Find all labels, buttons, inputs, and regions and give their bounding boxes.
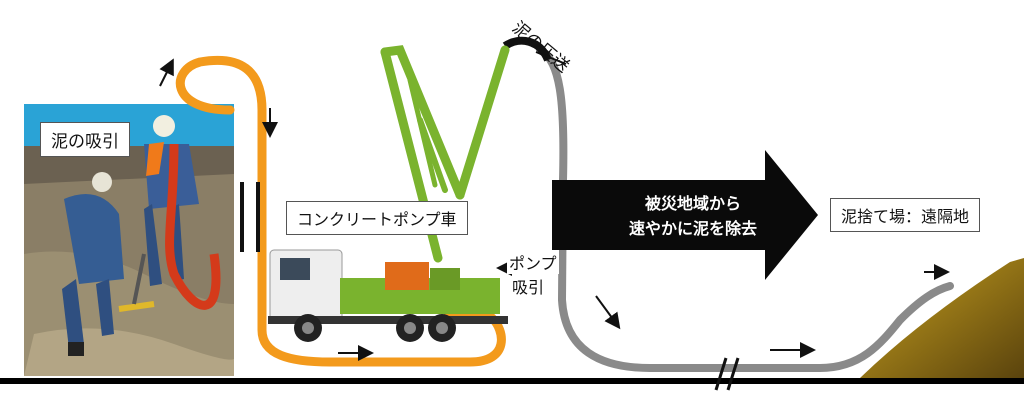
pump-line-tick — [535, 51, 567, 65]
worker-front — [62, 172, 124, 356]
pump-truck-label: コンクリートポンプ車 — [286, 201, 468, 235]
arrow-text-line2: 速やかに泥を除去 — [628, 219, 757, 238]
arrow-text-line1: 被災地域から — [644, 194, 741, 213]
big-flow-arrow — [552, 150, 818, 280]
pump-truck — [268, 249, 508, 342]
dump-site-label: 泥捨て場：遠隔地 — [830, 198, 981, 232]
pipe-break-icon — [714, 357, 740, 391]
pump-suction-label-line1: ポンプ — [507, 250, 559, 274]
pressure-hose — [536, 46, 954, 372]
mud-suction-label: 泥の吸引 — [40, 122, 130, 157]
mud-pile — [860, 258, 1024, 378]
small-arrow-icon — [159, 58, 174, 87]
small-arrow-icon — [595, 295, 621, 330]
pump-suction-label-line2: 吸引 — [512, 278, 545, 297]
